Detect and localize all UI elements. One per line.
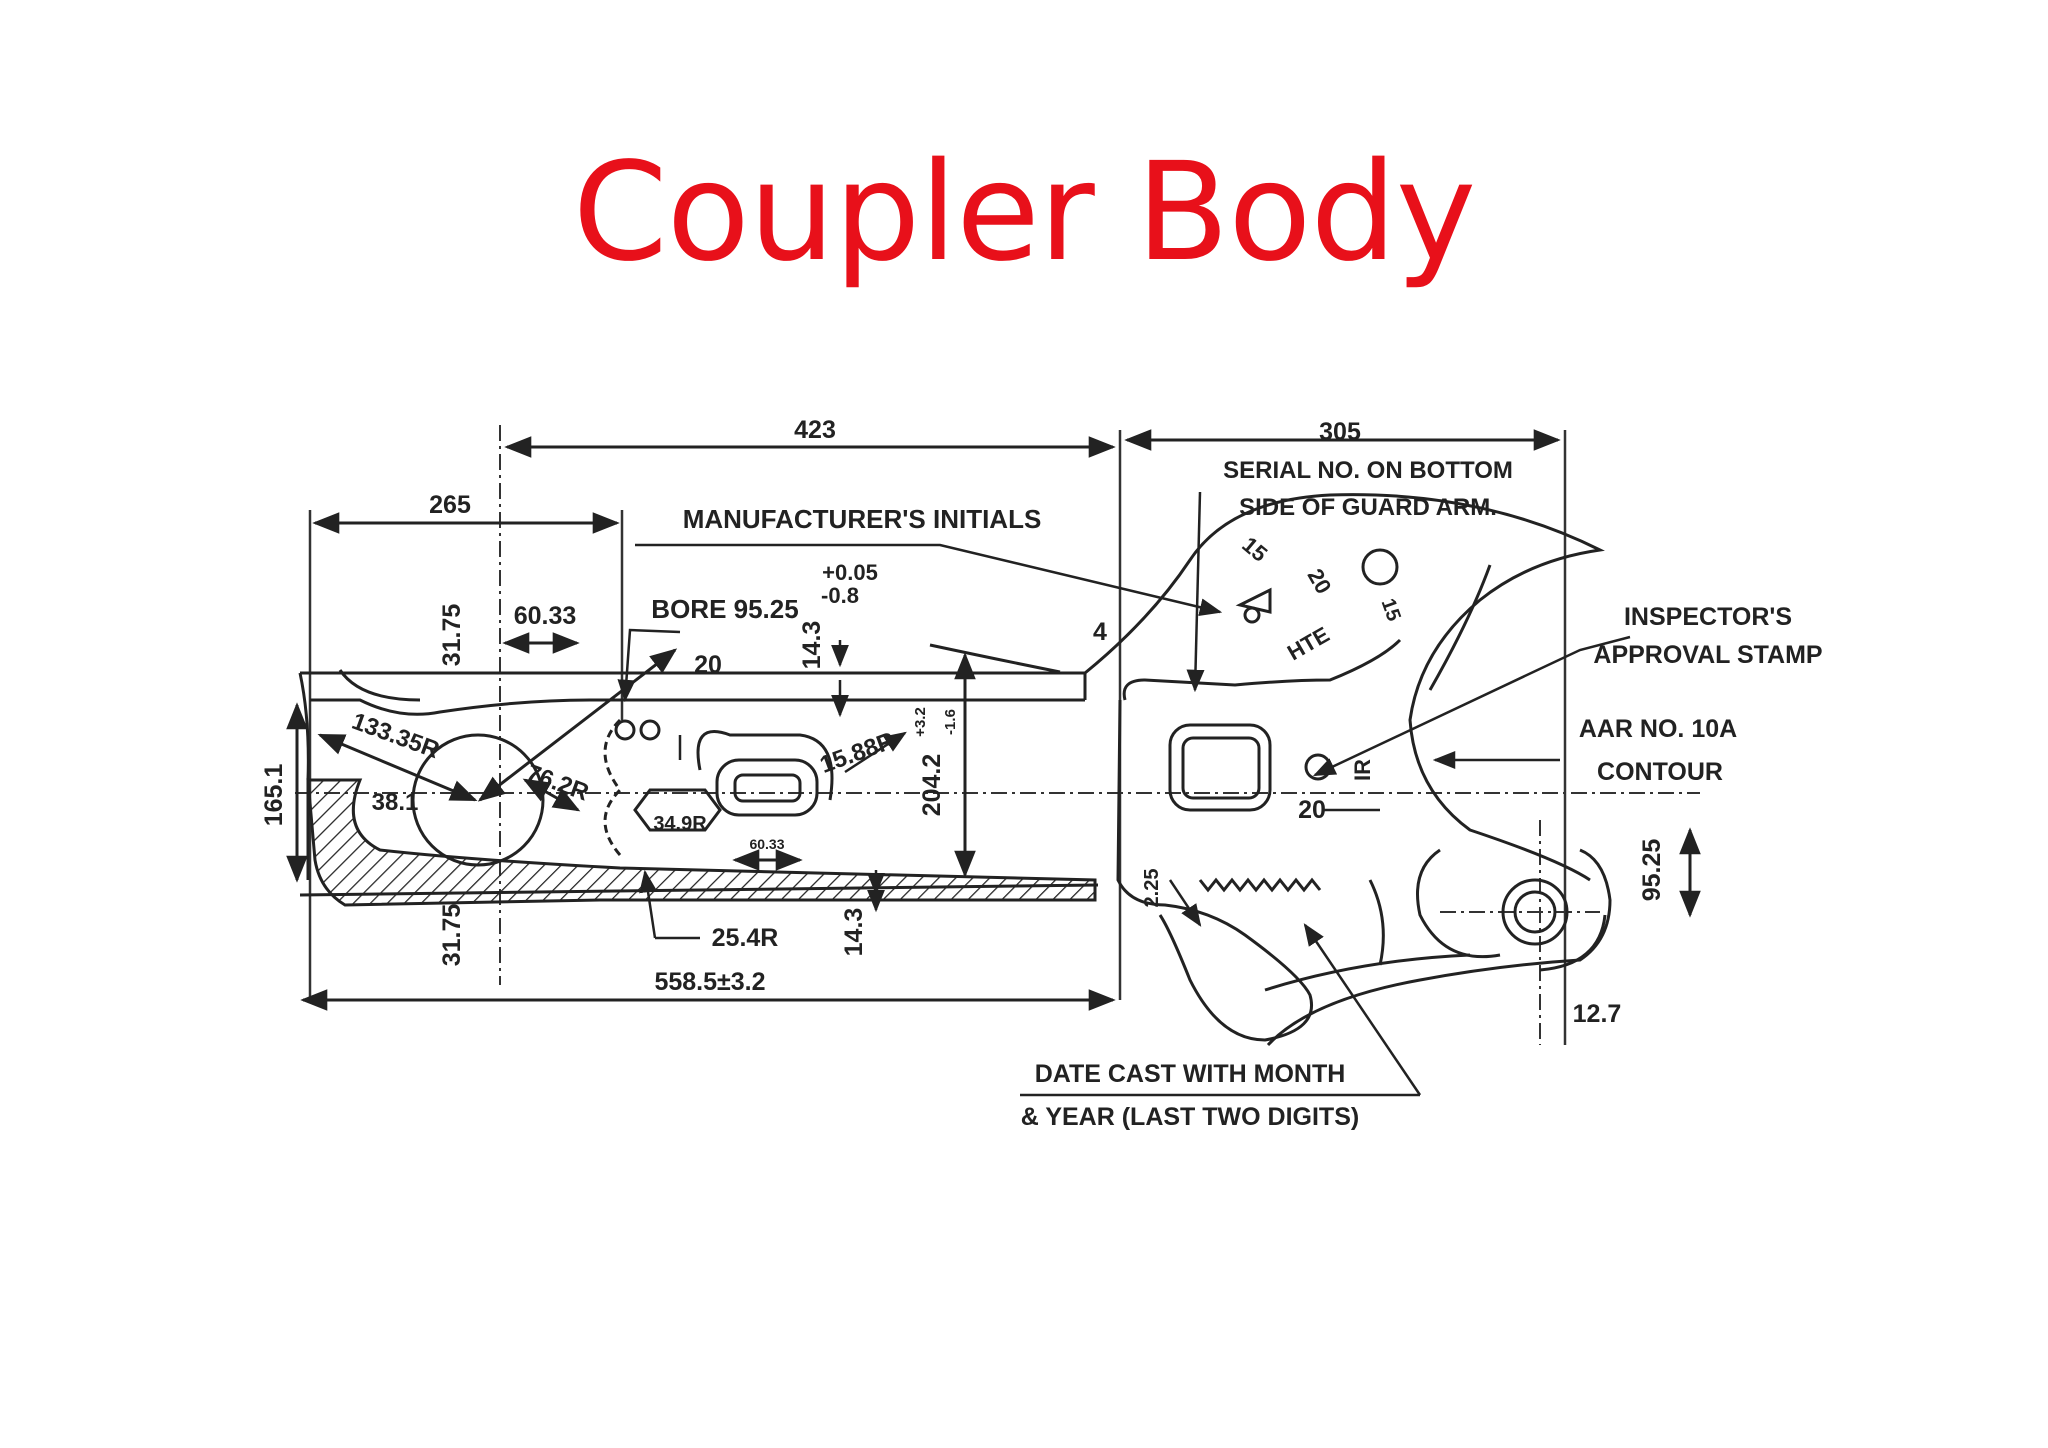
dim-423: 423 xyxy=(794,416,836,444)
marking-20: 20 xyxy=(1303,564,1337,598)
label-serial-line1: SERIAL NO. ON BOTTOM xyxy=(1223,457,1513,484)
dim-204-2-tol-minus: -1.6 xyxy=(942,709,959,735)
dim-14-3-top: 14.3 xyxy=(798,621,826,670)
dim-31-75-bottom: 31.75 xyxy=(438,904,466,967)
bore-tol-plus: +0.05 xyxy=(822,560,878,585)
marking-15b: 15 xyxy=(1376,596,1404,624)
dim-133-35r: 133.35R xyxy=(348,708,443,764)
dim-14-3-bottom: 14.3 xyxy=(840,908,868,957)
dim-12-7: 12.7 xyxy=(1573,1000,1622,1028)
marking-hte: HTE xyxy=(1283,622,1334,666)
dim-31-75-top: 31.75 xyxy=(438,604,466,667)
dim-2-25: 2.25 xyxy=(1141,869,1163,908)
dim-15-88r: 15.88R xyxy=(816,727,898,779)
dim-265: 265 xyxy=(429,491,471,519)
dim-20-right: 20 xyxy=(1298,796,1326,824)
dim-60-33-small: 60.33 xyxy=(749,836,784,852)
bore-tol-minus: -0.8 xyxy=(821,583,859,608)
dim-34-9r: 34.9R xyxy=(653,813,707,835)
marking-15a: 15 xyxy=(1237,532,1272,567)
dim-204-2: 204.2 xyxy=(918,754,946,817)
dim-305: 305 xyxy=(1319,418,1361,446)
marking-ir: IR xyxy=(1350,759,1375,781)
section-hatching xyxy=(306,778,1097,907)
dim-165-1: 165.1 xyxy=(260,764,288,827)
label-date-line1: DATE CAST WITH MONTH xyxy=(1035,1060,1346,1088)
label-date-line2: & YEAR (LAST TWO DIGITS) xyxy=(1021,1103,1359,1131)
dim-204-2-tol-plus: +3.2 xyxy=(912,707,929,737)
bore-label: BORE 95.25 xyxy=(651,594,798,624)
coupler-shank-outline xyxy=(298,493,1612,1047)
dim-20-top: 20 xyxy=(694,651,722,679)
label-inspector-line2: APPROVAL STAMP xyxy=(1593,641,1822,669)
dim-60-33: 60.33 xyxy=(514,602,577,630)
dim-95-25: 95.25 xyxy=(1638,839,1666,902)
leader-lines xyxy=(617,491,1631,1097)
label-aar-line1: AAR NO. 10A xyxy=(1579,715,1737,743)
dim-38-1: 38.1 xyxy=(372,789,419,816)
dim-4: 4 xyxy=(1093,618,1107,646)
dimension-lines xyxy=(286,429,1701,1011)
dim-25-4r: 25.4R xyxy=(712,924,779,952)
label-aar-line2: CONTOUR xyxy=(1597,758,1723,786)
label-manufacturers-initials: MANUFACTURER'S INITIALS xyxy=(683,504,1042,534)
label-inspector-line1: INSPECTOR'S xyxy=(1624,603,1792,631)
dim-558-5: 558.5±3.2 xyxy=(654,968,765,996)
slide-title: Coupler Body xyxy=(572,134,1477,292)
label-serial-line2: SIDE OF GUARD ARM. xyxy=(1239,494,1497,521)
